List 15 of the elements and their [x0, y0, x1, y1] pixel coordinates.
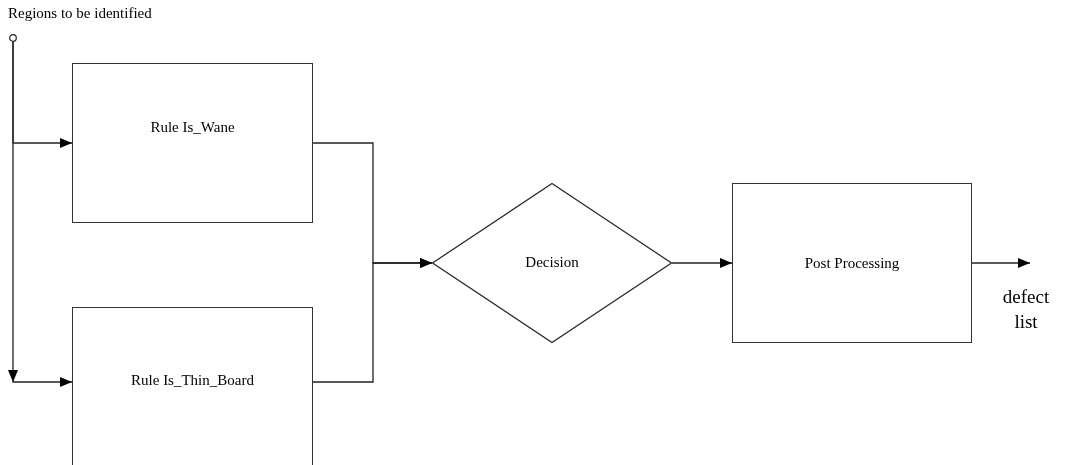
process-label: Rule Is_Wane: [149, 119, 236, 136]
decision-diamond: [432, 183, 672, 343]
process-box: [72, 307, 313, 465]
input-caption: Regions to be identified: [8, 5, 152, 22]
arrow: [8, 41, 73, 387]
process-label: Rule Is_Thin_Board: [130, 372, 255, 389]
start-terminal: [9, 34, 17, 42]
arrow: [312, 258, 433, 383]
process-label: Post Processing: [803, 255, 901, 272]
arrow: [671, 258, 733, 268]
output-label: defect list: [1001, 285, 1051, 334]
process-box: [72, 63, 313, 223]
process-box: [732, 183, 972, 343]
decision-label: Decision: [524, 254, 580, 271]
arrow: [971, 258, 1031, 268]
